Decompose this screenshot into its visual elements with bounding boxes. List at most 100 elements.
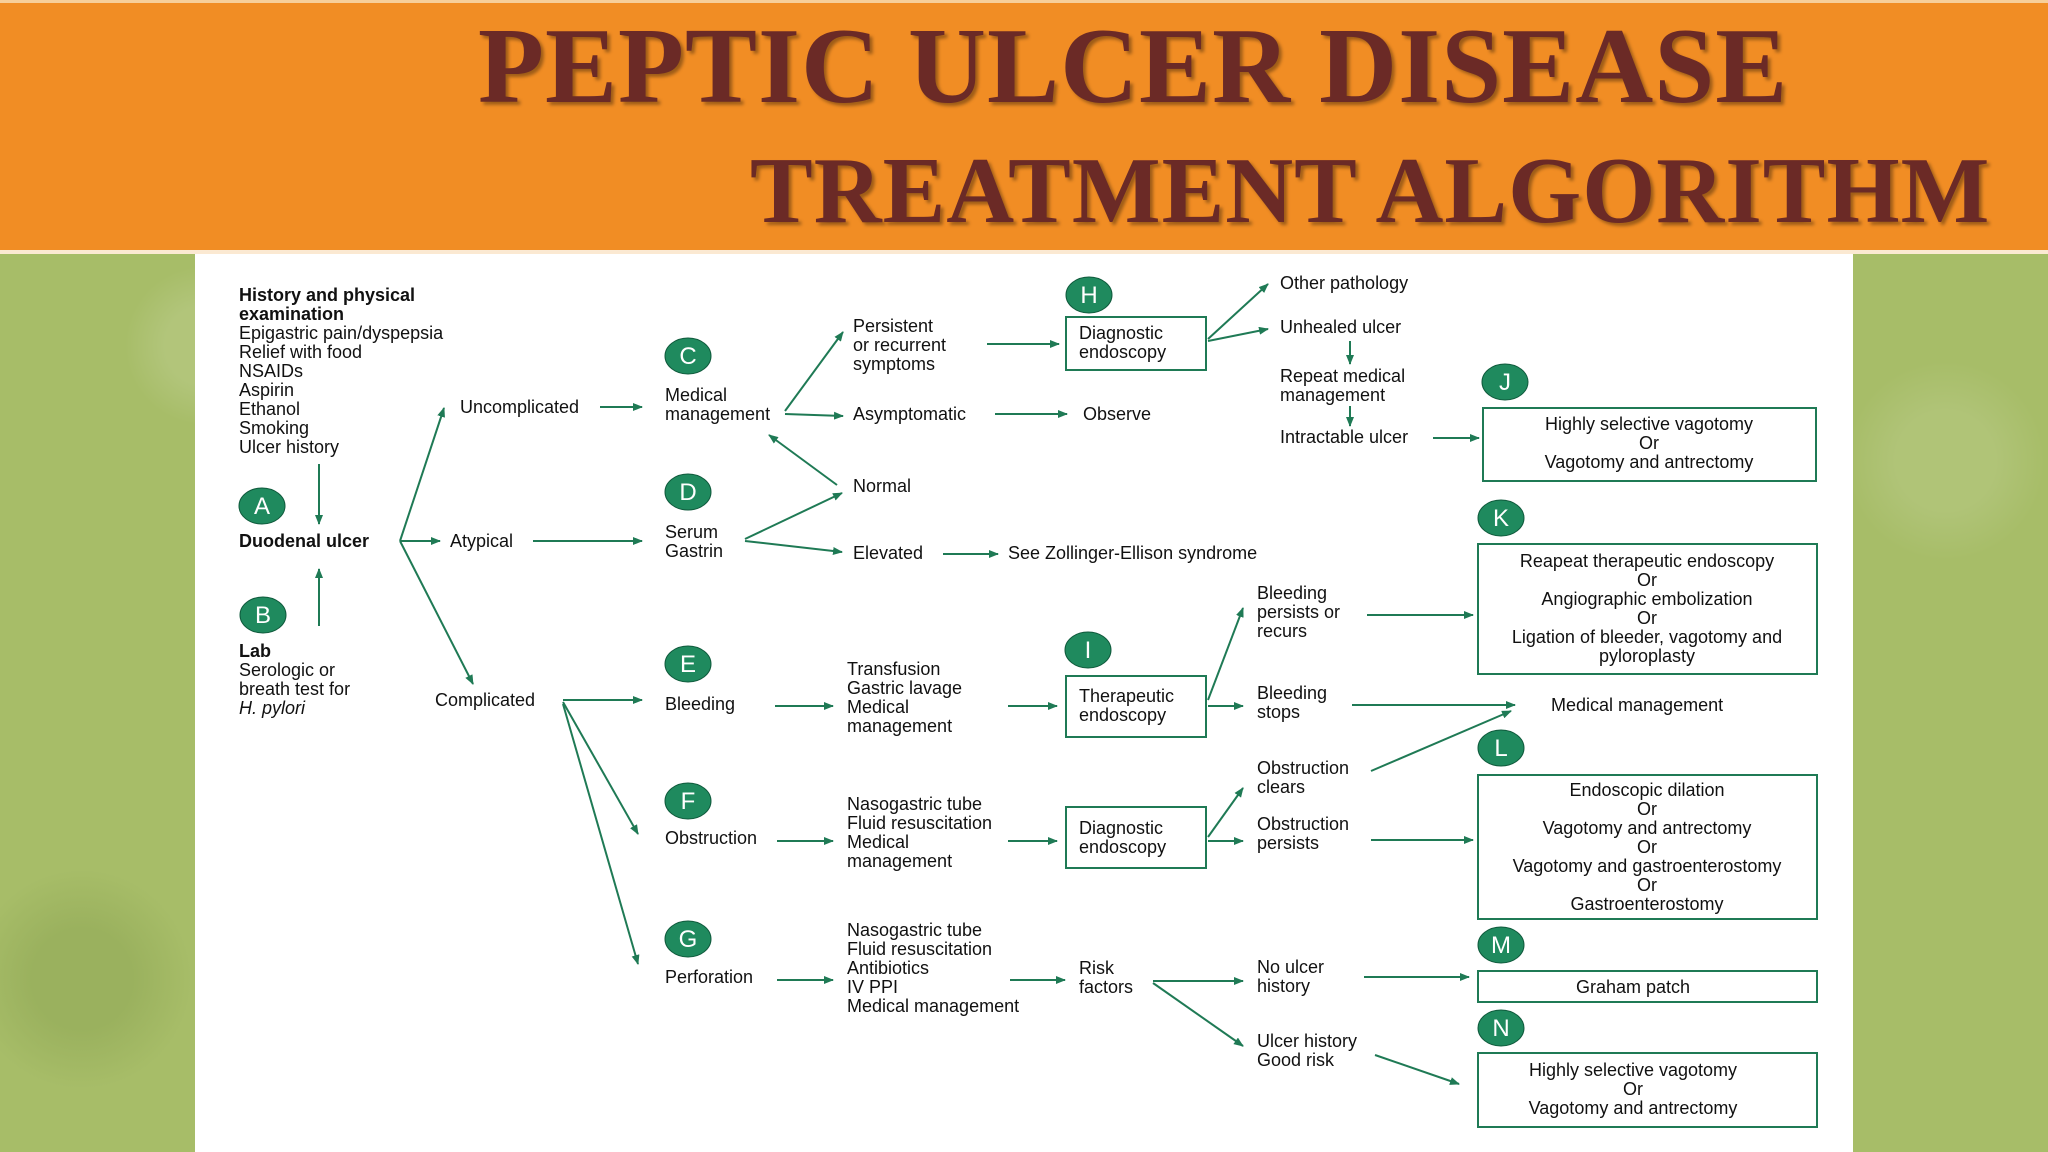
box-n-text-line-2: Or <box>1623 1079 1643 1099</box>
badge-n-letter: N <box>1492 1015 1509 1042</box>
box-l-text-line-4: Or <box>1637 837 1657 857</box>
badge-l-circle <box>1477 729 1525 767</box>
atypical: Atypical <box>450 531 513 551</box>
bleeding-treatment-line-3: Medical <box>847 697 909 717</box>
persistent-symptoms-line-2: or recurrent <box>853 335 946 355</box>
perforation-treatment-line-4: IV PPI <box>847 977 898 997</box>
obstruction-persists-line-1: Obstruction <box>1257 814 1349 834</box>
box-m-text: Graham patch <box>1576 977 1690 997</box>
history-item-line-2: Relief with food <box>239 342 362 362</box>
badge-g-letter: G <box>679 926 698 953</box>
normal: Normal <box>853 476 911 496</box>
history-heading-line-2: examination <box>239 304 344 324</box>
arrow-medical-to-persistent <box>784 331 844 412</box>
badge-d: D <box>664 473 712 511</box>
repeat-medical-management-line-2: management <box>1280 385 1385 405</box>
box-n <box>1477 1052 1818 1128</box>
badge-f-circle <box>664 782 712 820</box>
zollinger-ellison: See Zollinger-Ellison syndrome <box>1008 543 1257 563</box>
history-item-line-5: Ethanol <box>239 399 300 419</box>
badge-c: C <box>664 337 712 375</box>
no-ulcer-history-line-1: No ulcer <box>1257 957 1324 977</box>
badge-h-circle <box>1065 276 1113 314</box>
observe: Observe <box>1083 404 1151 424</box>
obstruction-treatment-line-2: Fluid resuscitation <box>847 813 992 833</box>
badge-f: F <box>664 782 712 820</box>
history-item-line-3: NSAIDs <box>239 361 303 381</box>
badge-m-letter: M <box>1491 932 1511 959</box>
bleeding-persists-line-1: Bleeding <box>1257 583 1327 603</box>
badge-k-letter: K <box>1493 505 1509 532</box>
perforation: Perforation <box>665 967 753 987</box>
box-k-text-line-6: pyloroplasty <box>1599 646 1695 666</box>
box-j-text-line-3: Vagotomy and antrectomy <box>1545 452 1754 472</box>
box-l-text-line-2: Or <box>1637 799 1657 819</box>
obstruction: Obstruction <box>665 828 757 848</box>
h-pylori: H. pylori <box>239 698 306 718</box>
box-therapeutic-endoscopy <box>1065 675 1207 738</box>
arrow-comp-to-obstruction <box>562 701 639 835</box>
box-l <box>1477 774 1818 920</box>
bleeding-persists-line-2: persists or <box>1257 602 1340 622</box>
badge-d-letter: D <box>679 479 696 506</box>
duodenal-ulcer: Duodenal ulcer <box>239 531 369 551</box>
elevated: Elevated <box>853 543 923 563</box>
repeat-medical-management-line-1: Repeat medical <box>1280 366 1405 386</box>
badge-i-letter: I <box>1085 637 1092 664</box>
badge-g-circle <box>664 920 712 958</box>
box-k-text-line-3: Angiographic embolization <box>1541 589 1752 609</box>
box-n-text-line-1: Highly selective vagotomy <box>1529 1060 1737 1080</box>
serum-gastrin-line-1: Serum <box>665 522 718 542</box>
intractable-ulcer: Intractable ulcer <box>1280 427 1408 447</box>
therapeutic-endoscopy-line-2: endoscopy <box>1079 705 1166 725</box>
persistent-symptoms-line-1: Persistent <box>853 316 933 336</box>
complicated: Complicated <box>435 690 535 710</box>
box-j-text-line-2: Or <box>1639 433 1659 453</box>
badge-f-letter: F <box>681 788 696 815</box>
badge-n: N <box>1477 1009 1525 1047</box>
arrow-to-uncomplicated <box>399 407 445 542</box>
arrow-serum-to-normal <box>744 492 843 540</box>
badge-c-letter: C <box>679 343 696 370</box>
therapeutic-endoscopy-line-1: Therapeutic <box>1079 686 1174 706</box>
history-item-line-7: Ulcer history <box>239 437 339 457</box>
badge-j-circle <box>1481 363 1529 401</box>
obstruction-treatment-line-4: management <box>847 851 952 871</box>
badge-m-circle <box>1477 926 1525 964</box>
badge-c-circle <box>664 337 712 375</box>
history-item-line-6: Smoking <box>239 418 309 438</box>
box-diagnostic-endoscopy-h <box>1065 316 1207 371</box>
badge-h: H <box>1065 276 1113 314</box>
perforation-treatment-line-1: Nasogastric tube <box>847 920 982 940</box>
badge-n-circle <box>1477 1009 1525 1047</box>
medical-management-result: Medical management <box>1551 695 1723 715</box>
badge-d-circle <box>664 473 712 511</box>
perforation-treatment-line-2: Fluid resuscitation <box>847 939 992 959</box>
arrows <box>315 283 1516 1085</box>
bleeding-persists-line-3: recurs <box>1257 621 1307 641</box>
persistent-symptoms-line-3: symptoms <box>853 354 935 374</box>
obstruction-persists-line-2: persists <box>1257 833 1319 853</box>
bleeding: Bleeding <box>665 694 735 714</box>
diagnostic-endoscopy-h-line-2: endoscopy <box>1079 342 1166 362</box>
serum-gastrin-line-2: Gastrin <box>665 541 723 561</box>
perforation-treatment-line-3: Antibiotics <box>847 958 929 978</box>
box-l-text-line-7: Gastroenterostomy <box>1570 894 1723 914</box>
arrow-medical-to-asymptomatic <box>784 411 844 420</box>
obstruction-clears-line-1: Obstruction <box>1257 758 1349 778</box>
badge-k: K <box>1477 499 1525 537</box>
history-heading-line-1: History and physical <box>239 285 415 305</box>
box-n-text-line-3: Vagotomy and antrectomy <box>1529 1098 1738 1118</box>
box-l-text-line-1: Endoscopic dilation <box>1569 780 1724 800</box>
box-m <box>1477 970 1818 1003</box>
badge-e-letter: E <box>680 651 696 678</box>
box-l-text-line-3: Vagotomy and antrectomy <box>1543 818 1752 838</box>
arrow-endoscopy-to-other <box>1207 283 1269 340</box>
ulcer-history-good-risk-line-2: Good risk <box>1257 1050 1335 1070</box>
arrow-ther-to-persists <box>1207 607 1244 701</box>
badge-l: L <box>1477 729 1525 767</box>
badge-l-letter: L <box>1494 735 1507 762</box>
medical-management-line-1: Medical <box>665 385 727 405</box>
lab-item-line-1: Serologic or <box>239 660 335 680</box>
